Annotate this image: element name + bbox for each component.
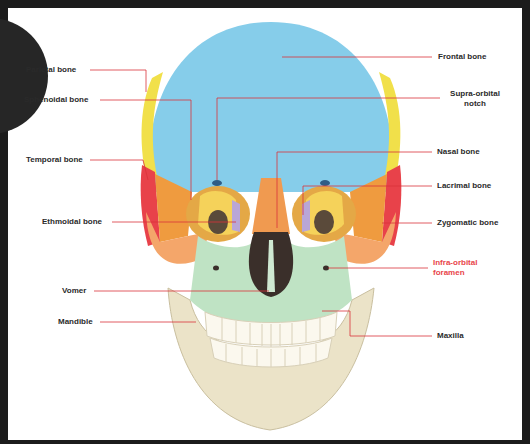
sphenoidal-bone <box>350 174 387 242</box>
leader-lines <box>90 57 440 336</box>
part-label: Temporal bone <box>26 155 83 165</box>
notch <box>212 180 222 186</box>
part-label: Lacrimal bone <box>437 181 491 191</box>
part-label: Parietal bone <box>26 65 76 75</box>
foramen <box>213 266 219 271</box>
part-label: Ethmoidal bone <box>42 217 102 227</box>
nasal-aperture <box>249 232 293 297</box>
sphenoidal-bone <box>155 174 192 242</box>
corner-badge <box>0 18 48 134</box>
orbit-fissure <box>314 210 334 234</box>
notch <box>320 180 330 186</box>
orbit <box>292 186 356 242</box>
parietal-bone <box>379 72 400 182</box>
part-label: Vomer <box>62 286 86 296</box>
nasal-bone <box>252 178 290 234</box>
vomer <box>267 240 275 292</box>
part-label: Maxilla <box>437 331 464 341</box>
white-panel <box>8 8 522 440</box>
part-label: Sphenoidal bone <box>24 95 88 105</box>
part-label: Frontal bone <box>438 52 486 62</box>
part-label: Infra-orbital foramen <box>433 258 495 278</box>
tooth-lines <box>222 318 320 367</box>
part-label: Zygomatic bone <box>437 218 498 228</box>
lacrimal-bone <box>232 200 240 232</box>
part-label: Mandible <box>58 317 93 327</box>
parietal-bone <box>142 72 163 182</box>
part-label: Supra-orbital notch <box>444 89 506 109</box>
frontal-bone <box>149 22 394 192</box>
orbit <box>186 186 250 242</box>
part-label: Nasal bone <box>437 147 480 157</box>
